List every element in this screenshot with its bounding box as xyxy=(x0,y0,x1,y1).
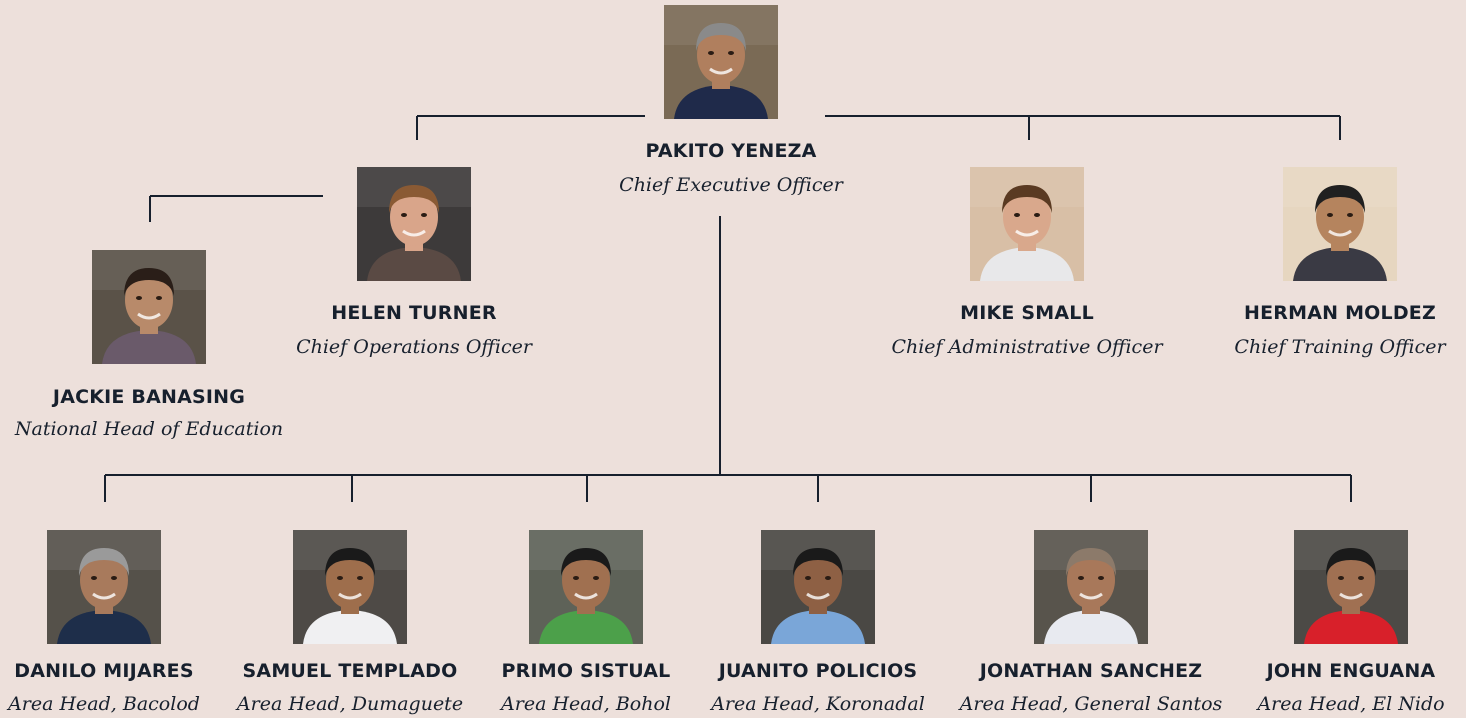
area-head-photo xyxy=(529,530,643,644)
executive-name: MIKE SMALL xyxy=(960,302,1094,324)
area-head-name: PRIMO SISTUAL xyxy=(501,660,671,682)
ceo-title: Chief Executive Officer xyxy=(619,174,843,196)
area-head-title: Area Head, General Santos xyxy=(959,693,1223,715)
area-head-photo xyxy=(1294,530,1408,644)
executive-name: HERMAN MOLDEZ xyxy=(1244,302,1436,324)
ceo-photo xyxy=(664,5,778,119)
area-head-photo xyxy=(761,530,875,644)
area-head-photo xyxy=(1034,530,1148,644)
area-head-name: JUANITO POLICIOS xyxy=(718,660,918,682)
executive-name: HELEN TURNER xyxy=(331,302,497,324)
executive-photo xyxy=(970,167,1084,281)
area-head-name: DANILO MIJARES xyxy=(14,660,194,682)
area-head-name: JOHN ENGUANA xyxy=(1266,660,1436,682)
education-head-title: National Head of Education xyxy=(14,418,284,440)
executive-title: Chief Training Officer xyxy=(1234,336,1446,358)
area-head-name: JONATHAN SANCHEZ xyxy=(979,660,1203,682)
area-head-photo xyxy=(47,530,161,644)
education-head-name: JACKIE BANASING xyxy=(52,386,246,408)
executive-title: Chief Administrative Officer xyxy=(891,336,1163,358)
executive-photo xyxy=(357,167,471,281)
executive-title: Chief Operations Officer xyxy=(296,336,532,358)
area-head-title: Area Head, Bohol xyxy=(501,693,671,715)
area-head-title: Area Head, Bacolod xyxy=(8,693,200,715)
area-head-photo xyxy=(293,530,407,644)
executive-photo xyxy=(1283,167,1397,281)
area-head-title: Area Head, Dumaguete xyxy=(236,693,464,715)
ceo-name: PAKITO YENEZA xyxy=(645,140,817,162)
education-head-photo xyxy=(92,250,206,364)
area-head-title: Area Head, El Nido xyxy=(1257,693,1445,715)
area-head-title: Area Head, Koronadal xyxy=(711,693,925,715)
area-head-name: SAMUEL TEMPLADO xyxy=(242,660,458,682)
